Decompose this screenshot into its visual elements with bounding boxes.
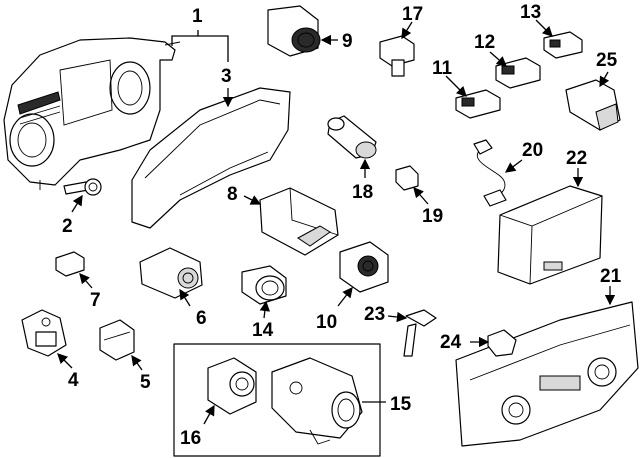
callout-19: 19	[422, 206, 443, 227]
cylinder-part-18	[327, 115, 377, 159]
callout-10: 10	[316, 312, 337, 333]
callout-15: 15	[390, 394, 412, 415]
callout-24: 24	[440, 332, 462, 353]
callout-2: 2	[62, 216, 73, 237]
callout-labels: 1 2 3 4 5 6 7 8 9 10 11 12 13 14 15 16 1…	[62, 2, 622, 449]
harness-part-20	[473, 139, 507, 207]
callout-13: 13	[520, 2, 541, 23]
callout-8: 8	[227, 184, 238, 205]
clip-part-19	[395, 165, 419, 191]
module-part-25	[565, 79, 621, 131]
callout-6: 6	[196, 308, 207, 329]
callout-14: 14	[252, 320, 274, 341]
callout-16: 16	[180, 428, 201, 449]
sensor-part-23	[403, 309, 437, 357]
callout-20: 20	[522, 140, 543, 161]
climate-control-part-21	[455, 301, 639, 447]
callout-22: 22	[566, 148, 587, 169]
callout-21: 21	[600, 266, 622, 287]
connector-part-7	[55, 251, 85, 277]
control-module-part-22	[497, 185, 603, 285]
callout-9: 9	[342, 31, 353, 52]
switch-part-12	[495, 57, 541, 89]
callout-17: 17	[402, 4, 423, 25]
switch-part-5	[99, 319, 135, 361]
callout-23: 23	[364, 304, 385, 325]
switch-assembly-part-6	[139, 247, 203, 299]
callout-3: 3	[221, 66, 232, 87]
callout-4: 4	[68, 370, 79, 391]
ignition-part-16	[207, 357, 257, 415]
switch-part-11	[455, 89, 501, 119]
push-button-part-9	[267, 5, 321, 57]
leader-lines	[57, 19, 616, 425]
sensor-part-24	[487, 329, 517, 357]
cluster-bezel-part	[131, 87, 291, 229]
callout-11: 11	[432, 58, 453, 79]
module-housing-part-8	[259, 187, 339, 256]
callout-12: 12	[474, 32, 495, 53]
ignition-lock-part-15	[271, 357, 363, 445]
switch-part-4	[21, 309, 67, 357]
connector-part-17	[379, 35, 415, 77]
screw-part	[63, 178, 102, 196]
callout-5: 5	[140, 372, 151, 393]
round-button-part-14	[241, 265, 287, 305]
callout-18: 18	[352, 182, 373, 203]
instrument-cluster-part	[3, 37, 181, 190]
callout-25: 25	[596, 50, 618, 71]
switch-knob-part-10	[339, 241, 389, 293]
callout-7: 7	[90, 290, 101, 311]
callout-1: 1	[192, 6, 203, 27]
switch-part-13	[543, 31, 583, 59]
